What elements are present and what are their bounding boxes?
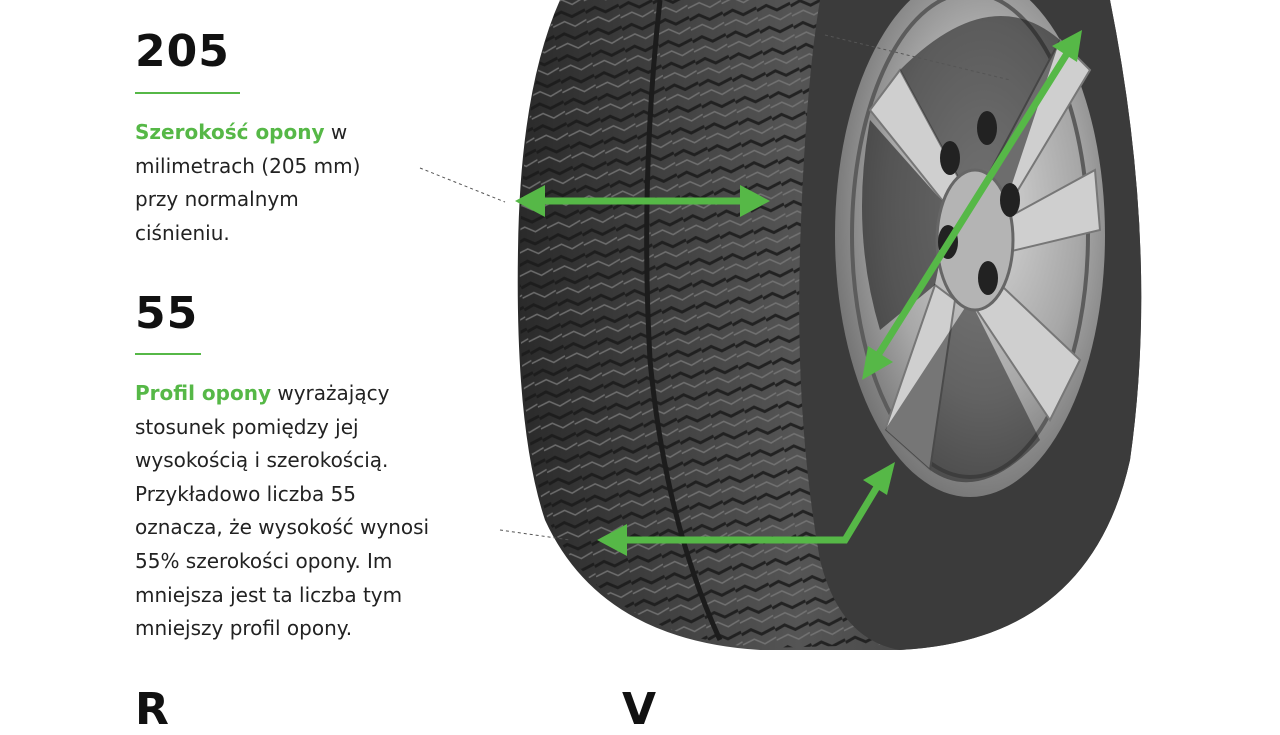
tire-width-code: 205 <box>135 26 230 77</box>
description-line: mniejszy profil opony. <box>135 616 353 641</box>
description-line: przy normalnym <box>135 187 299 212</box>
tire-profile-description: Profil opony wyrażający stosunek pomiędz… <box>135 377 429 646</box>
tire-profile-code: 55 <box>135 288 199 339</box>
description-line: mniejsza jest ta liczba tym <box>135 582 403 607</box>
tire-width-description: Szerokość opony w milimetrach (205 mm) p… <box>135 116 360 250</box>
tire-width-underline <box>135 92 240 94</box>
description-line: wyrażający <box>270 381 390 405</box>
tire-tread <box>519 0 880 648</box>
diameter-arrow <box>871 48 1072 364</box>
description-line: Przykładowo liczba 55 <box>135 481 357 506</box>
tire-illustration <box>419 0 1142 650</box>
description-line: wysokością i szerokością. <box>135 448 389 473</box>
description-line: 55% szerokości opony. Im <box>135 548 393 573</box>
tire-width-highlight: Szerokość opony <box>135 120 325 144</box>
description-line: stosunek pomiędzy jej <box>135 414 359 439</box>
construction-code: R <box>135 684 170 735</box>
speed-index-code: V <box>622 684 658 735</box>
tire-profile-underline <box>135 353 201 355</box>
profile-arrow <box>616 478 884 544</box>
description-line: w <box>324 120 348 144</box>
description-line: milimetrach (205 mm) <box>135 153 361 178</box>
description-line: oznacza, że wysokość wynosi <box>135 515 430 540</box>
description-line: ciśnieniu. <box>135 220 230 245</box>
tire-profile-highlight: Profil opony <box>135 381 271 405</box>
